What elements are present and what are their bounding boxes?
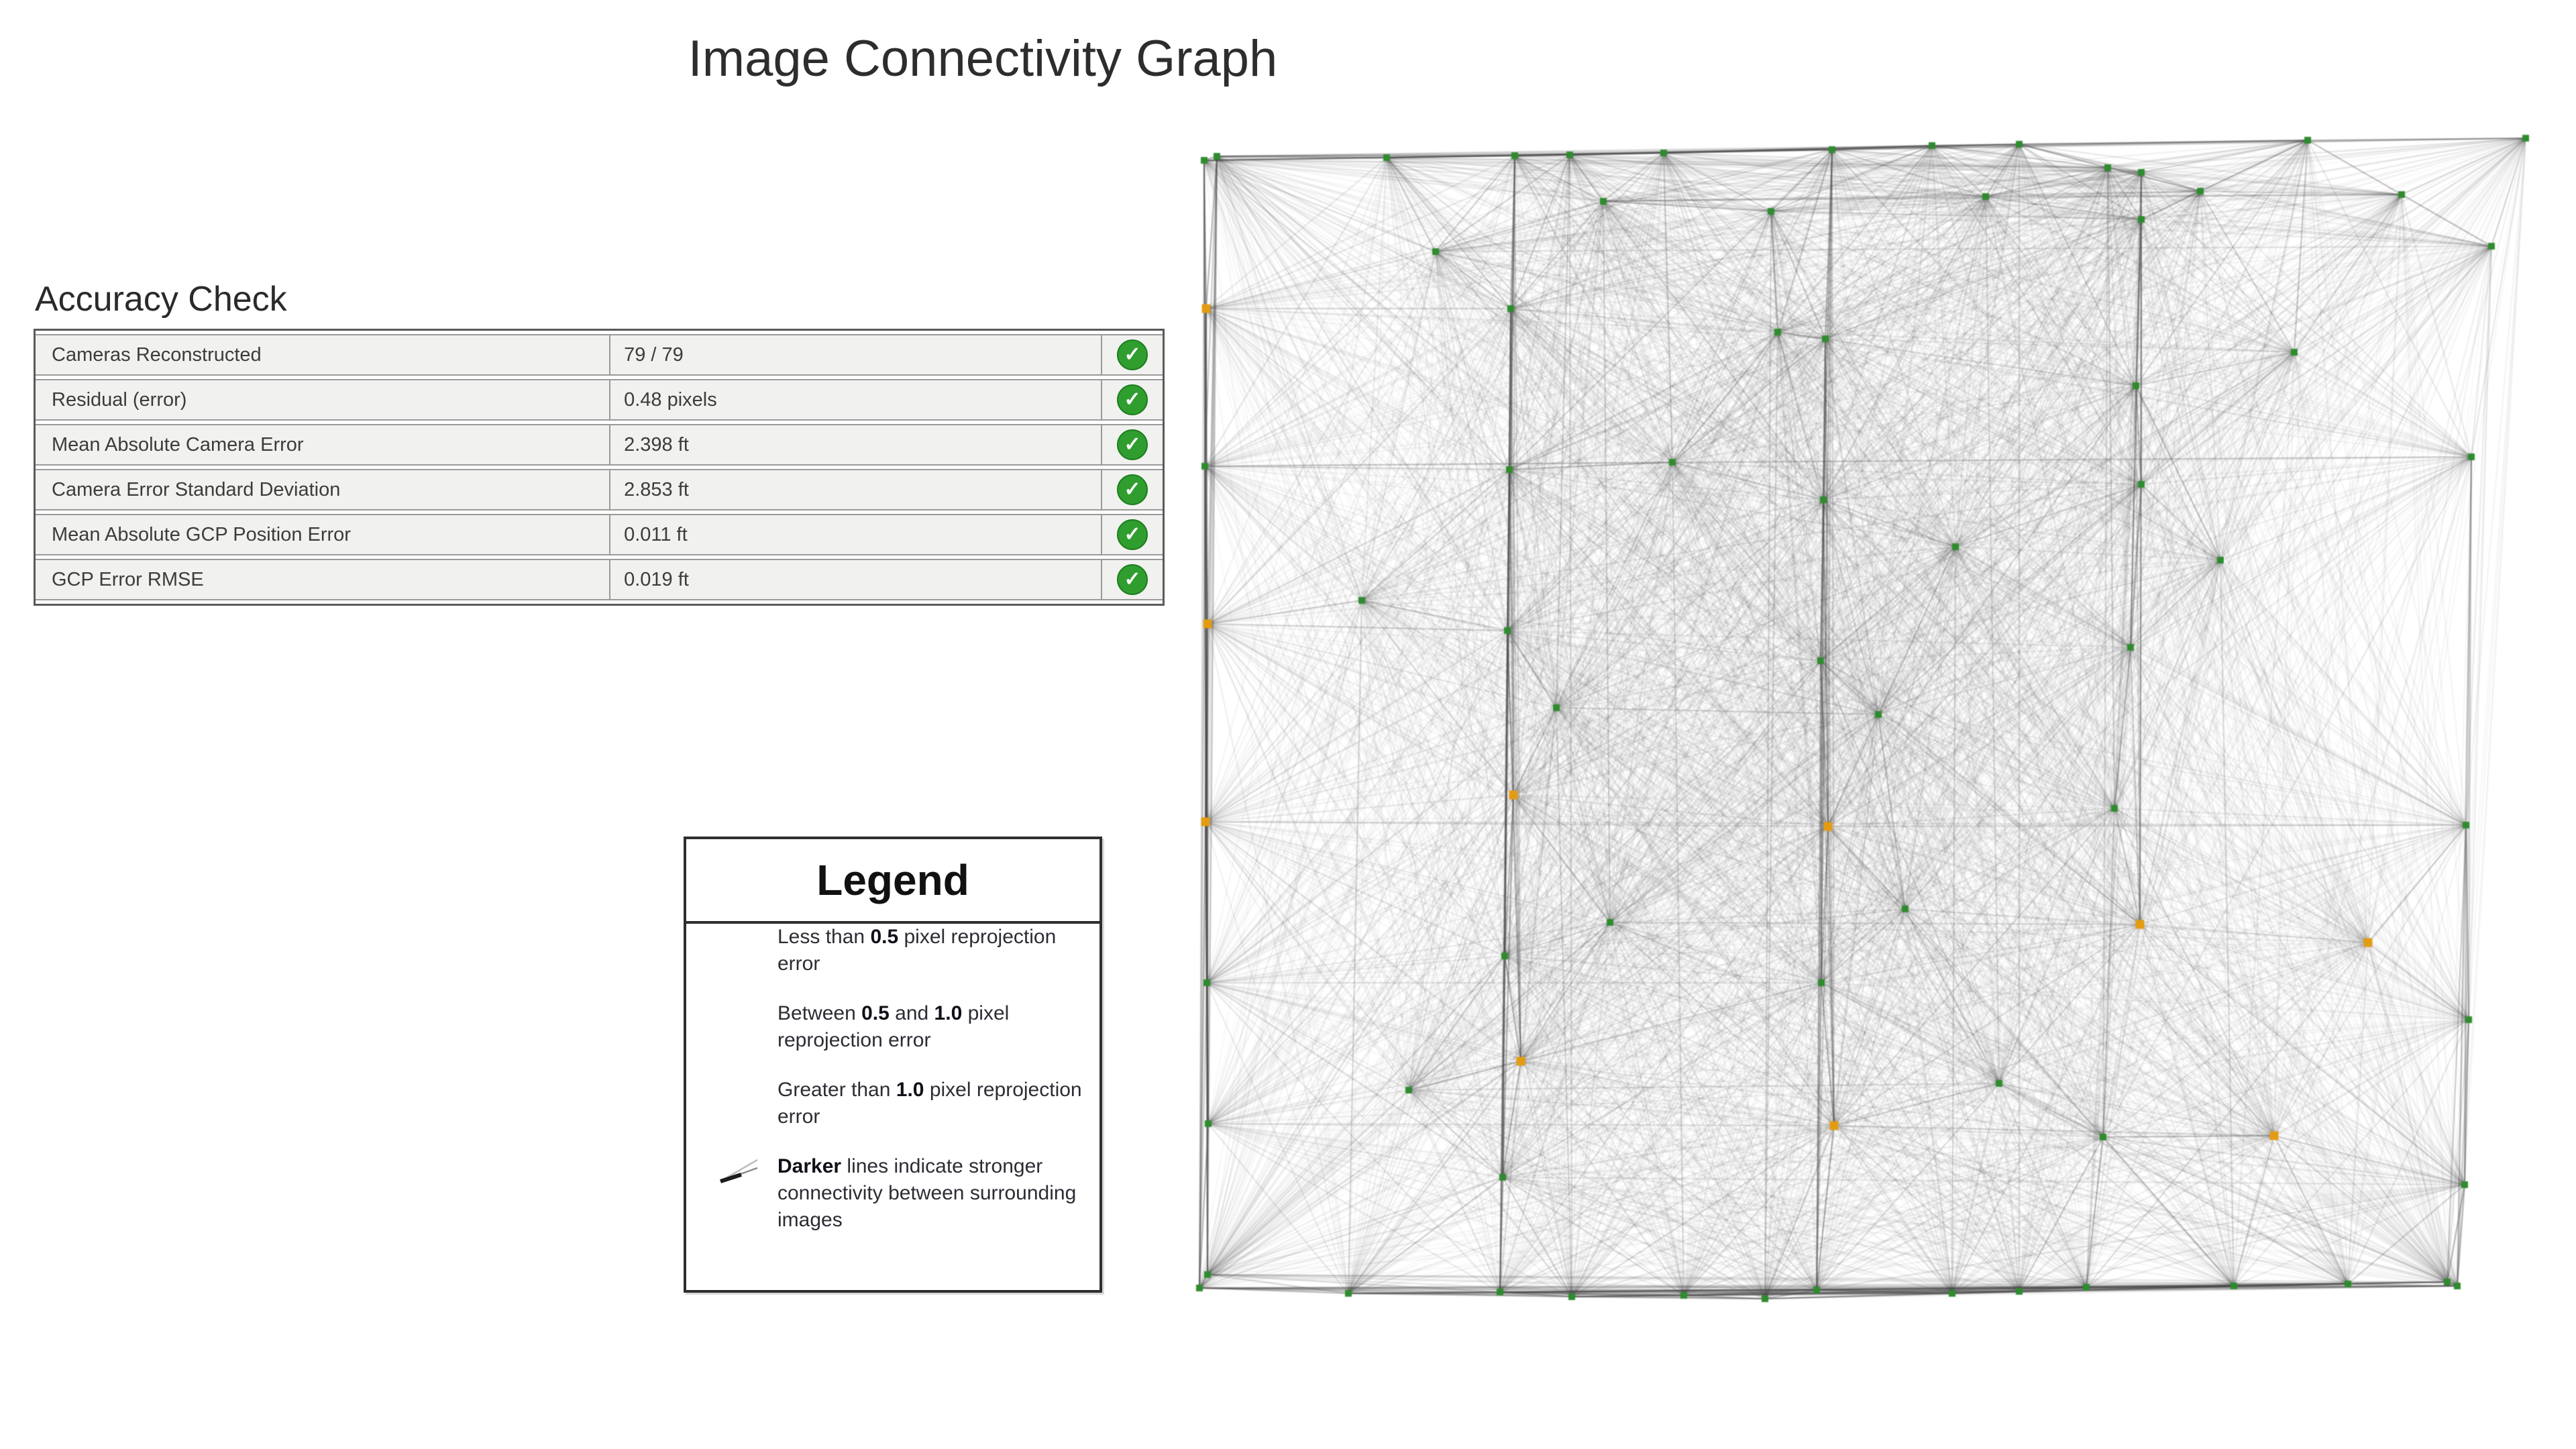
accuracy-check-heading: Accuracy Check bbox=[35, 280, 287, 319]
table-row: Mean Absolute GCP Position Error 0.011 f… bbox=[36, 514, 1163, 555]
legend-box: Legend Less than 0.5 pixel reprojection … bbox=[684, 837, 1102, 1293]
legend-item: Less than 0.5 pixel reprojection error bbox=[717, 924, 1083, 977]
legend-item-text: Less than 0.5 pixel reprojection error bbox=[777, 926, 1057, 975]
metric-label-cell: Mean Absolute Camera Error bbox=[36, 424, 610, 466]
check-circle-icon: ✓ bbox=[1117, 474, 1148, 505]
metric-value-cell: 0.011 ft bbox=[609, 514, 1102, 555]
legend-item-text: Darker lines indicate stronger connectiv… bbox=[777, 1155, 1077, 1231]
metric-label-cell: Residual (error) bbox=[36, 379, 610, 421]
status-cell: ✓ bbox=[1101, 559, 1163, 600]
accuracy-check-table: Cameras Reconstructed 79 / 79 ✓ Residual… bbox=[34, 329, 1165, 606]
metric-label-cell: Camera Error Standard Deviation bbox=[36, 469, 610, 511]
connectivity-graph-svg bbox=[1196, 135, 2529, 1302]
table-row: Residual (error) 0.48 pixels ✓ bbox=[36, 379, 1163, 421]
table-row: Cameras Reconstructed 79 / 79 ✓ bbox=[36, 334, 1163, 376]
metric-label-cell: Mean Absolute GCP Position Error bbox=[36, 514, 610, 555]
status-cell: ✓ bbox=[1101, 424, 1163, 466]
status-cell: ✓ bbox=[1101, 334, 1163, 376]
check-circle-icon: ✓ bbox=[1117, 384, 1148, 415]
check-circle-icon: ✓ bbox=[1117, 429, 1148, 460]
metric-value-cell: 0.48 pixels bbox=[609, 379, 1102, 421]
table-row: Camera Error Standard Deviation 2.853 ft… bbox=[36, 469, 1163, 511]
table-row: Mean Absolute Camera Error 2.398 ft ✓ bbox=[36, 424, 1163, 466]
legend-item-text: Greater than 1.0 pixel reprojection erro… bbox=[777, 1079, 1082, 1128]
legend-item: Greater than 1.0 pixel reprojection erro… bbox=[717, 1077, 1083, 1130]
metric-label-cell: Cameras Reconstructed bbox=[36, 334, 610, 376]
legend-item: Darker lines indicate stronger connectiv… bbox=[717, 1153, 1083, 1234]
table-row: GCP Error RMSE 0.019 ft ✓ bbox=[36, 559, 1163, 600]
status-cell: ✓ bbox=[1101, 379, 1163, 421]
legend-title: Legend bbox=[686, 839, 1099, 924]
legend-item-text: Between 0.5 and 1.0 pixel reprojection e… bbox=[777, 1002, 1010, 1051]
legend-item: Between 0.5 and 1.0 pixel reprojection e… bbox=[717, 1000, 1083, 1054]
check-circle-icon: ✓ bbox=[1117, 519, 1148, 550]
metric-value-cell: 2.853 ft bbox=[609, 469, 1102, 511]
connectivity-lines-icon bbox=[720, 1159, 758, 1183]
check-circle-icon: ✓ bbox=[1117, 339, 1148, 370]
check-circle-icon: ✓ bbox=[1117, 564, 1148, 595]
metric-value-cell: 2.398 ft bbox=[609, 424, 1102, 466]
metric-value-cell: 0.019 ft bbox=[609, 559, 1102, 600]
page-title: Image Connectivity Graph bbox=[688, 30, 1278, 87]
connectivity-graph bbox=[1194, 131, 2542, 1305]
status-cell: ✓ bbox=[1101, 469, 1163, 511]
metric-value-cell: 79 / 79 bbox=[609, 334, 1102, 376]
metric-label-cell: GCP Error RMSE bbox=[36, 559, 610, 600]
status-cell: ✓ bbox=[1101, 514, 1163, 555]
